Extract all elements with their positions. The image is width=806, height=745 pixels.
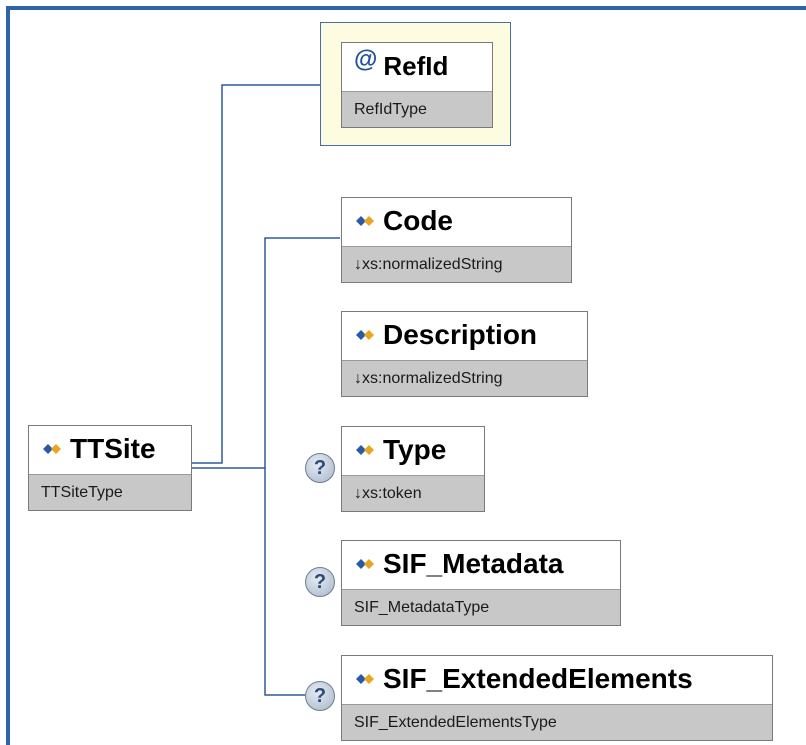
- element-icon: [356, 330, 374, 340]
- diagram-frame: [6, 6, 806, 745]
- child-element-code[interactable]: Code ↓xs:normalizedString: [341, 197, 572, 283]
- child-type: ↓xs:normalizedString: [342, 360, 587, 396]
- root-element-ttsite[interactable]: TTSite TTSiteType: [28, 425, 192, 511]
- root-type: TTSiteType: [29, 474, 191, 510]
- child-type: ↓xs:normalizedString: [342, 246, 571, 282]
- connector-attribute: [190, 84, 320, 464]
- child-name: SIF_Metadata: [383, 548, 564, 579]
- child-element-sif-metadata[interactable]: SIF_Metadata SIF_MetadataType: [341, 540, 621, 626]
- child-name: Code: [383, 205, 453, 236]
- root-name: TTSite: [70, 433, 156, 464]
- element-icon: [356, 445, 374, 455]
- child-name: Description: [383, 319, 538, 350]
- element-icon: [356, 216, 374, 226]
- element-icon: [356, 674, 374, 684]
- optional-icon: ?: [305, 681, 335, 711]
- optional-icon: ?: [305, 453, 335, 483]
- child-type: SIF_ExtendedElementsType: [342, 704, 772, 740]
- at-icon: @: [354, 46, 378, 73]
- child-element-sif-extendedelements[interactable]: SIF_ExtendedElements SIF_ExtendedElement…: [341, 655, 773, 741]
- child-type: SIF_MetadataType: [342, 589, 620, 625]
- optional-icon: ?: [305, 567, 335, 597]
- element-icon: [356, 559, 374, 569]
- child-name: Type: [383, 434, 447, 465]
- attribute-type: RefIdType: [342, 91, 492, 127]
- element-icon: [43, 444, 61, 454]
- connector-last-child: [264, 468, 305, 696]
- child-name: SIF_ExtendedElements: [383, 663, 693, 694]
- connector-sequence: [190, 237, 340, 469]
- child-type: ↓xs:token: [342, 475, 484, 511]
- attribute-name: RefId: [383, 50, 449, 81]
- child-element-type[interactable]: Type ↓xs:token: [341, 426, 485, 512]
- attribute-refid[interactable]: @ RefId RefIdType: [341, 42, 493, 128]
- child-element-description[interactable]: Description ↓xs:normalizedString: [341, 311, 588, 397]
